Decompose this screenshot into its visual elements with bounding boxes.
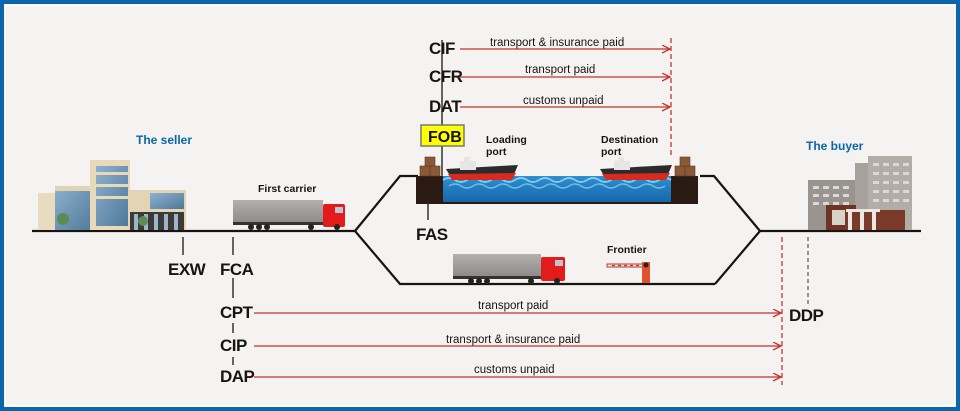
destination-port-label-line2: port	[601, 146, 622, 158]
truck-icon	[453, 254, 565, 284]
sea-route-right-branch	[700, 174, 761, 232]
loading-port-label-line1: Loading	[486, 134, 527, 146]
arrow-note: transport paid	[525, 64, 595, 76]
arrow-row-cfr: CFR transport paid	[429, 64, 670, 86]
term-fca: FCA	[220, 260, 254, 279]
arrow-note: transport & insurance paid	[446, 334, 580, 346]
land-route-left-branch	[354, 230, 453, 286]
sea-arrows: CIF transport & insurance paid CFR trans…	[429, 37, 670, 116]
buyer-building-icon	[808, 156, 912, 230]
arrow-row-cpt: CPT transport paid	[220, 300, 781, 322]
destination-port-label-line1: Destination	[601, 134, 658, 146]
seller-building-icon	[38, 160, 186, 230]
fob-badge: FOB	[420, 124, 465, 147]
arrow-row-dap: DAP customs unpaid	[220, 364, 781, 386]
arrow-note: transport paid	[478, 300, 548, 312]
buyer-label: The buyer	[806, 139, 864, 153]
arrow-row-cip: CIP transport & insurance paid	[220, 334, 781, 355]
term-dap: DAP	[220, 367, 255, 386]
term-fas: FAS	[416, 225, 448, 244]
arrow-note: transport & insurance paid	[490, 37, 624, 49]
term-cif: CIF	[429, 39, 455, 58]
arrow-row-cif: CIF transport & insurance paid	[429, 37, 670, 58]
road-network	[32, 174, 921, 286]
term-exw: EXW	[168, 260, 207, 279]
sea-route-left-branch	[354, 174, 418, 232]
frontier-label: Frontier	[607, 244, 647, 256]
port-dock-right	[671, 176, 698, 203]
arrow-note: customs unpaid	[474, 364, 555, 376]
arrow-row-dat: DAT customs unpaid	[429, 95, 670, 116]
land-arrows: CPT transport paid CIP transport & insur…	[220, 300, 781, 386]
port-dock-left	[416, 176, 443, 203]
land-route-right-branch	[714, 230, 761, 285]
sea-water-icon	[416, 176, 698, 204]
arrow-note: customs unpaid	[523, 95, 604, 107]
cargo-ship-icon	[600, 157, 672, 180]
term-fob: FOB	[428, 129, 462, 146]
first-carrier-label: First carrier	[258, 183, 316, 195]
term-cfr: CFR	[429, 67, 463, 86]
term-ddp: DDP	[789, 306, 824, 325]
term-dat: DAT	[429, 97, 462, 116]
cargo-ship-icon	[446, 157, 518, 180]
crates-icon	[419, 156, 441, 177]
border-barrier-icon	[606, 262, 650, 283]
loading-port-label-line2: port	[486, 146, 507, 158]
truck-icon	[233, 200, 345, 230]
crates-icon	[674, 156, 696, 177]
seller-label: The seller	[136, 133, 192, 147]
term-cip: CIP	[220, 336, 247, 355]
term-cpt: CPT	[220, 303, 254, 322]
